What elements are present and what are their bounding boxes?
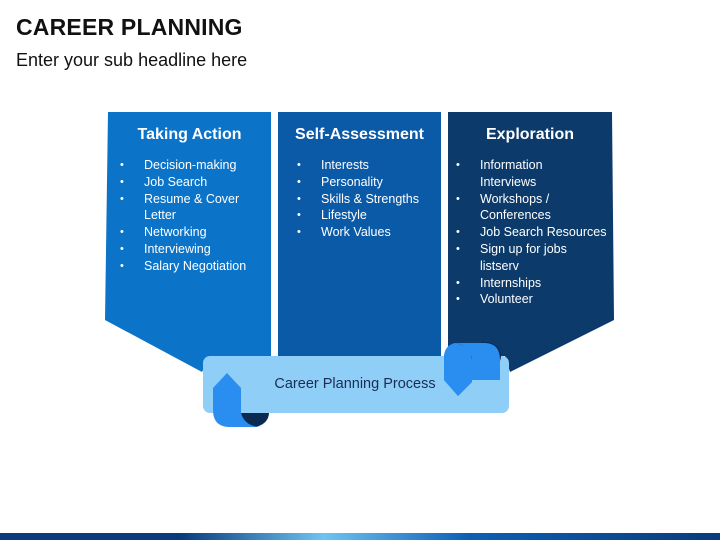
banner-left-curl [213,373,262,427]
list-item: Interviewing [120,241,268,258]
page-subtitle: Enter your sub headline here [16,50,248,70]
column-title-self-assessment: Self-Assessment [295,126,424,143]
page-title: CAREER PLANNING [16,14,243,40]
column-list-exploration: Information Interviews Workshops / Confe… [456,157,608,308]
list-item: Internships [456,275,608,292]
banner-label: Career Planning Process [274,376,436,392]
list-item: Skills & Strengths [297,191,439,208]
list-item: Work Values [297,224,439,241]
list-item: Workshops / Conferences [456,191,580,225]
process-banner [203,342,509,427]
list-item: Networking [120,224,268,241]
list-item: Sign up for jobs listserv [456,241,590,275]
list-item: Job Search Resources [456,224,608,241]
list-item: Interests [297,157,439,174]
column-title-exploration: Exploration [485,126,574,143]
banner-right-curl-highlight [444,343,472,396]
column-list-taking-action: Decision-making Job Search Resume & Cove… [120,157,268,275]
banner-body [203,356,509,413]
column-title-taking-action: Taking Action [137,126,242,143]
list-item: Job Search [120,174,268,191]
bottom-accent-bar [0,533,720,540]
list-item: Resume & Cover Letter [120,191,268,225]
list-item: Lifestyle [297,207,439,224]
list-item: Personality [297,174,439,191]
list-item: Volunteer [456,291,608,308]
column-list-self-assessment: Interests Personality Skills & Strengths… [297,157,439,241]
list-item: Information Interviews [456,157,570,191]
list-item: Salary Negotiation [120,258,268,275]
list-item: Decision-making [120,157,268,174]
